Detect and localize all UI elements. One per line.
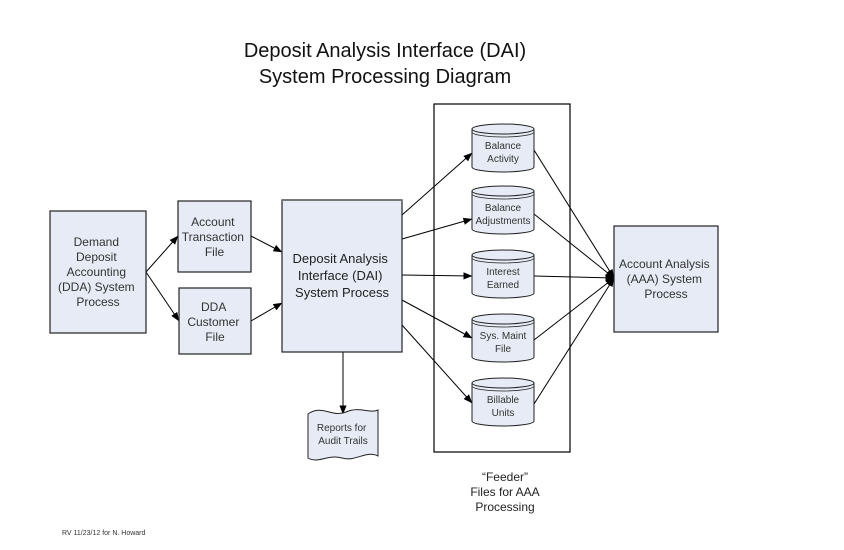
database-cylinder-rim	[471, 321, 535, 328]
svg-text:Account Transaction: Account Transaction File	[182, 215, 248, 259]
dcf-label-2: Customer	[187, 315, 239, 329]
database-cylinder-body	[471, 255, 535, 299]
revision-footer: RV 11/23/12 for N. Howard	[62, 530, 146, 537]
dda-label-4: (DDA) System	[58, 280, 135, 294]
interest-earned-label-2: Earned	[487, 280, 519, 291]
feeder-files-group	[433, 103, 571, 453]
database-cylinder-top	[471, 185, 535, 197]
edge-billable-units-to-aaa	[533, 277, 615, 405]
balance-activity-label-2: Activity	[487, 154, 519, 165]
database-cylinder-body	[471, 191, 535, 235]
svg-text:Deposit Analysis Interfa: Deposit Analysis Interface (DAI) System …	[292, 251, 391, 300]
feeder-caption-line-3: Processing	[475, 500, 535, 514]
reports-label-2: Audit Trails	[318, 436, 367, 447]
database-cylinder-rim	[471, 385, 535, 392]
dai-box	[281, 199, 403, 353]
sys-maint-file-label-2: File	[495, 344, 512, 355]
feeder-caption-line-2: Files for AAA	[470, 485, 540, 499]
edge-dai-to-balance-activity	[401, 152, 473, 216]
billable-units-label-2: Units	[492, 408, 515, 419]
aaa-label-2: (AAA) System	[627, 272, 702, 286]
edge-account-transaction-file-to-dai	[250, 235, 283, 253]
dda-box	[49, 210, 147, 334]
database-cylinder-body	[471, 383, 535, 427]
feeder-caption: “Feeder” Files for AAA Processing	[430, 470, 580, 515]
aaa-box	[613, 225, 719, 333]
database-cylinder-rim	[471, 131, 535, 138]
edge-dda-to-account-transaction-file	[145, 235, 179, 273]
title-line-2: System Processing Diagram	[258, 66, 512, 88]
billable-units-label-1: Billable	[487, 395, 520, 406]
title-line-1: Deposit Analysis Interface (DAI)	[243, 40, 527, 62]
database-cylinder-body	[471, 319, 535, 363]
svg-text:DDA Customer File: DDA Customer File	[187, 300, 242, 344]
dai-label-2: Interface (DAI)	[298, 268, 383, 283]
node-dda[interactable]: Demand Deposit Accounting (DDA) System P…	[49, 210, 147, 334]
account-transaction-file-box	[177, 200, 252, 273]
node-dda-customer-file[interactable]: DDA Customer File	[178, 287, 252, 355]
edge-dai-to-sys-maint-file	[401, 299, 473, 339]
atf-label-1: Account	[191, 215, 235, 229]
reports-label-1: Reports for	[317, 423, 367, 434]
edge-dai-to-balance-adjustments	[401, 217, 473, 240]
edge-interest-earned-to-aaa	[533, 274, 615, 282]
dda-label-2: Deposit	[76, 250, 117, 264]
databases-layer: BalanceActivityBalanceAdjustmentsInteres…	[471, 123, 535, 427]
diagram-title: Deposit Analysis Interface (DAI) System …	[200, 38, 570, 90]
svg-text:Account Analysis (AAA) S: Account Analysis (AAA) System Process	[619, 257, 713, 301]
atf-label-2: Transaction	[182, 230, 244, 244]
edge-dai-to-billable-units	[401, 324, 473, 404]
svg-text:Reports for Audit Trails: Reports for Audit Trails	[317, 423, 369, 447]
edge-dda-customer-file-to-dai	[250, 302, 283, 322]
atf-label-3: File	[205, 245, 225, 259]
node-account-transaction-file[interactable]: Account Transaction File	[177, 200, 252, 273]
dda-label-1: Demand	[74, 235, 119, 249]
svg-text:Demand Deposit Acc: Demand Deposit Accounting (DDA) System P…	[58, 235, 138, 309]
reports-document-shape	[307, 409, 379, 461]
aaa-label-3: Process	[644, 287, 687, 301]
dda-customer-file-box	[178, 287, 252, 355]
dcf-label-1: DDA	[201, 300, 226, 314]
dcf-label-3: File	[205, 330, 225, 344]
node-reports[interactable]: Reports for Audit Trails	[307, 409, 379, 461]
dda-label-3: Accounting	[67, 265, 126, 279]
database-cylinder-body	[471, 129, 535, 173]
balance-adjustments-label-2: Adjustments	[475, 216, 530, 227]
edges-layer	[145, 149, 615, 415]
database-cylinder-top	[471, 249, 535, 261]
edge-balance-adjustments-to-aaa	[533, 213, 615, 279]
edge-dda-to-dda-customer-file	[145, 271, 180, 322]
node-dai[interactable]: Deposit Analysis Interface (DAI) System …	[281, 199, 403, 353]
edge-balance-activity-to-aaa	[533, 149, 615, 279]
balance-activity-label-1: Balance	[485, 141, 522, 152]
node-aaa[interactable]: Account Analysis (AAA) System Process	[613, 225, 719, 333]
database-cylinder-top	[471, 313, 535, 325]
dda-label-5: Process	[76, 295, 119, 309]
database-cylinder-rim	[471, 257, 535, 264]
database-cylinder-rim	[471, 193, 535, 200]
feeder-caption-line-1: “Feeder”	[481, 470, 528, 484]
sys-maint-file-label-1: Sys. Maint	[480, 331, 527, 342]
aaa-label-1: Account Analysis	[619, 257, 710, 271]
edge-sys-maint-file-to-aaa	[533, 277, 615, 341]
balance-adjustments-label-1: Balance	[485, 203, 522, 214]
database-cylinder-top	[471, 123, 535, 135]
dai-label-3: System Process	[295, 285, 389, 300]
database-cylinder-top	[471, 377, 535, 389]
edge-dai-to-interest-earned	[401, 272, 473, 280]
interest-earned-label-1: Interest	[486, 267, 520, 278]
dai-label-1: Deposit Analysis	[292, 251, 388, 266]
